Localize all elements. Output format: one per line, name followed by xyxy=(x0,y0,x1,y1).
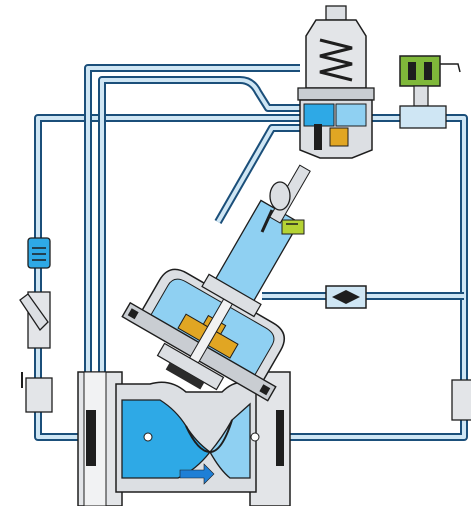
tube-vertical-a-core xyxy=(86,66,300,372)
pilot-brass-seat xyxy=(329,127,349,147)
pilot-outlet-water xyxy=(335,103,367,127)
pressure-pilot xyxy=(297,5,375,159)
tube-solenoid-right xyxy=(446,114,468,380)
limit-switch xyxy=(281,219,305,235)
solenoid-core-b xyxy=(424,62,432,80)
indicator-base xyxy=(201,273,262,318)
needle-valve-arrows xyxy=(332,290,360,304)
filter-element xyxy=(32,247,46,261)
inlet-flange-bolt xyxy=(86,410,96,466)
flow-direction-arrow xyxy=(179,463,215,485)
filter xyxy=(27,237,51,269)
flange-bolt-a xyxy=(127,308,139,320)
solenoid-stem xyxy=(413,85,429,107)
position-indicator xyxy=(260,181,305,235)
outlet-port xyxy=(250,432,260,442)
ball-valve-left-body xyxy=(25,377,53,413)
outlet-chamber xyxy=(209,402,251,479)
seal-ring xyxy=(165,362,205,390)
pilot-inlet-water xyxy=(303,103,335,127)
control-tubing xyxy=(34,64,468,441)
indicator-cap xyxy=(269,181,291,211)
ball-valve-left xyxy=(21,372,53,413)
inlet-port xyxy=(143,432,153,442)
pilot-stem xyxy=(314,124,322,150)
tube-diagonal-core xyxy=(216,126,300,223)
ball-valve-right xyxy=(451,379,471,421)
strainer xyxy=(19,291,51,349)
indicator-arm xyxy=(260,209,274,233)
flange-bolt-b xyxy=(259,384,271,396)
valve-seat xyxy=(185,419,233,454)
flow-arrow-icon xyxy=(179,463,215,485)
outlet-flange-bolt xyxy=(276,410,284,466)
solenoid-coil xyxy=(399,55,441,87)
ball-valve-right-body xyxy=(451,379,471,421)
pilot-adjust-screw xyxy=(325,5,347,21)
pilot-flange xyxy=(297,87,375,101)
needle-valve xyxy=(325,285,367,309)
filter-housing xyxy=(27,237,51,269)
solenoid-wire xyxy=(440,63,461,73)
solenoid-core-a xyxy=(408,62,416,80)
valve-actuator xyxy=(121,164,311,402)
tube-right-outlet-core xyxy=(255,420,466,439)
pilot-bonnet xyxy=(305,19,367,89)
pilot-spring xyxy=(319,38,353,82)
solenoid-body xyxy=(399,105,447,129)
solenoid-valve xyxy=(399,55,461,129)
tube-vertical-b-core xyxy=(100,78,300,372)
strainer-leg xyxy=(19,293,49,332)
